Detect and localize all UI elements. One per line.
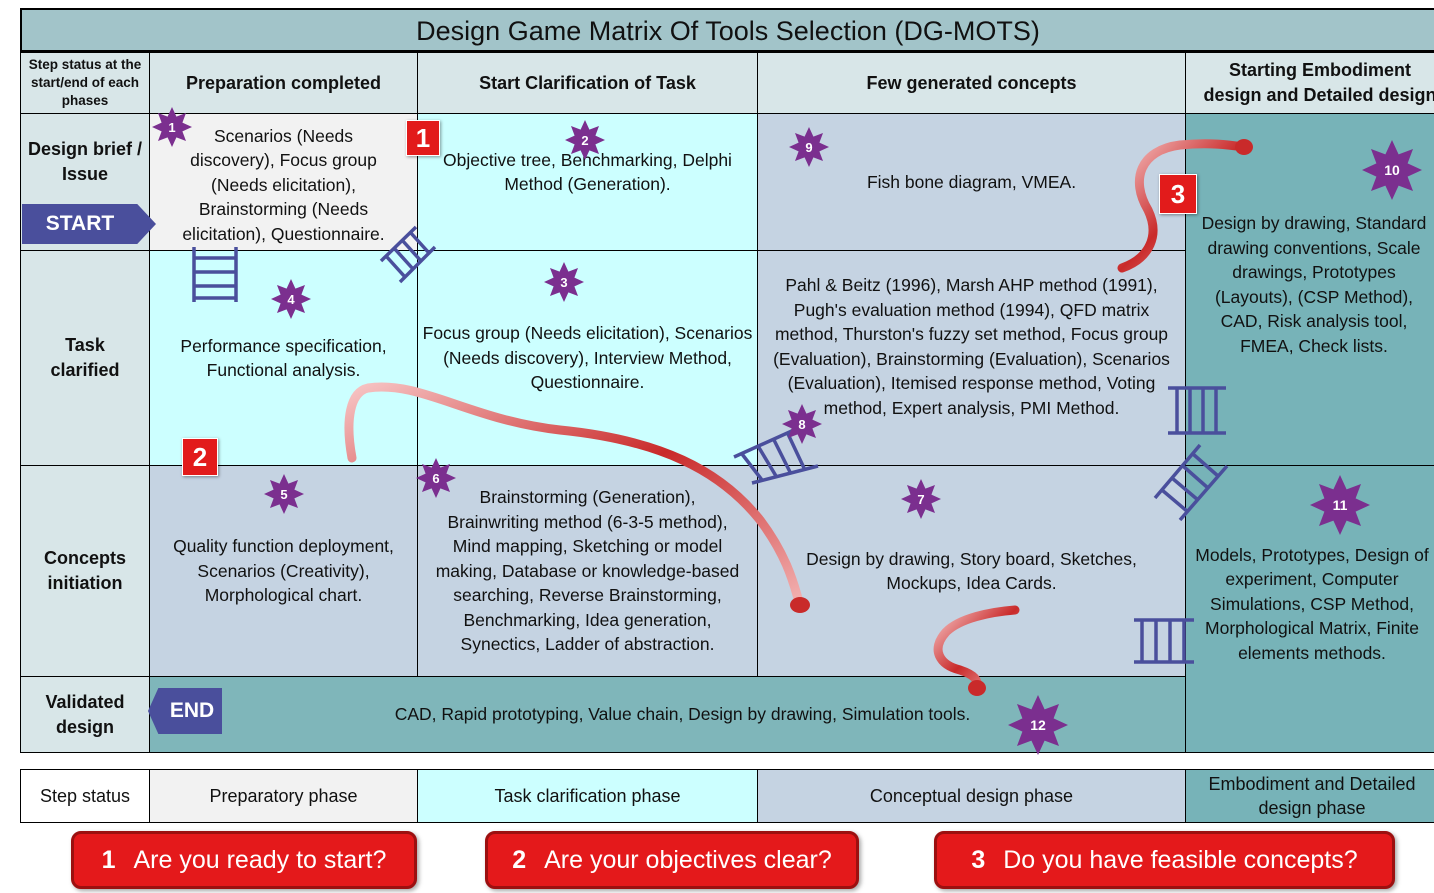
star-marker-1: 1: [152, 107, 192, 147]
cell-task-concepts: Pahl & Beitz (1996), Marsh AHP method (1…: [757, 250, 1186, 466]
star-marker-12: 12: [1008, 695, 1068, 755]
checkpoint-3-marker: 3: [1159, 174, 1197, 214]
question-feasible-concepts: 3 Do you have feasible concepts?: [934, 831, 1395, 889]
phase-row-header: Step status: [20, 769, 150, 823]
column-header-concepts: Few generated concepts: [757, 52, 1186, 114]
phase-embodiment: Embodiment and Detailed design phase: [1185, 769, 1434, 823]
star-marker-2: 2: [565, 120, 605, 160]
star-marker-7: 7: [901, 479, 941, 519]
row-header-task-clarified: Task clarified: [20, 250, 150, 466]
checkpoint-1-marker: 1: [406, 120, 440, 156]
star-marker-4: 4: [271, 279, 311, 319]
cell-concepts-clarification: Brainstorming (Generation), Brainwriting…: [417, 465, 758, 677]
question-number: 3: [971, 845, 986, 874]
checkpoint-2-marker: 2: [182, 438, 218, 476]
cell-task-preparation: Performance specification, Functional an…: [149, 250, 418, 466]
column-header-embodiment: Starting Embodiment design and Detailed …: [1185, 52, 1434, 114]
question-text: Are your objectives clear?: [544, 845, 832, 874]
star-marker-9: 9: [789, 127, 829, 167]
start-arrow: START: [22, 204, 156, 244]
cell-brief-preparation: Scenarios (Needs discovery), Focus group…: [149, 113, 418, 251]
cell-concepts-concepts: Design by drawing, Story board, Sketches…: [757, 465, 1186, 677]
question-text: Do you have feasible concepts?: [1003, 845, 1358, 874]
star-marker-8: 8: [782, 404, 822, 444]
question-number: 1: [101, 845, 116, 874]
cell-task-clarification: Focus group (Needs elicitation), Scenari…: [417, 250, 758, 466]
column-header-preparation: Preparation completed: [149, 52, 418, 114]
cell-brief-concepts: Fish bone diagram, VMEA.: [757, 113, 1186, 251]
star-marker-11: 11: [1310, 475, 1370, 535]
end-arrow: END: [148, 688, 222, 734]
question-number: 2: [512, 845, 527, 874]
question-text: Are you ready to start?: [133, 845, 387, 874]
phase-conceptual: Conceptual design phase: [757, 769, 1186, 823]
star-marker-3: 3: [544, 262, 584, 302]
column-header-clarification: Start Clarification of Task: [417, 52, 758, 114]
row-header-concepts-initiation: Concepts initiation: [20, 465, 150, 677]
matrix-title: Design Game Matrix Of Tools Selection (D…: [20, 8, 1434, 52]
star-marker-5: 5: [264, 474, 304, 514]
row-header-validated-design: Validated design: [20, 676, 150, 753]
star-marker-6: 6: [416, 458, 456, 498]
phase-task-clarification: Task clarification phase: [417, 769, 758, 823]
question-ready-to-start: 1 Are you ready to start?: [71, 831, 417, 889]
star-marker-10: 10: [1362, 140, 1422, 200]
phase-preparatory: Preparatory phase: [149, 769, 418, 823]
cell-embodiment-lower: Models, Prototypes, Design of experiment…: [1185, 465, 1434, 753]
corner-header: Step status at the start/end of each pha…: [20, 52, 150, 114]
question-objectives-clear: 2 Are your objectives clear?: [485, 831, 859, 889]
